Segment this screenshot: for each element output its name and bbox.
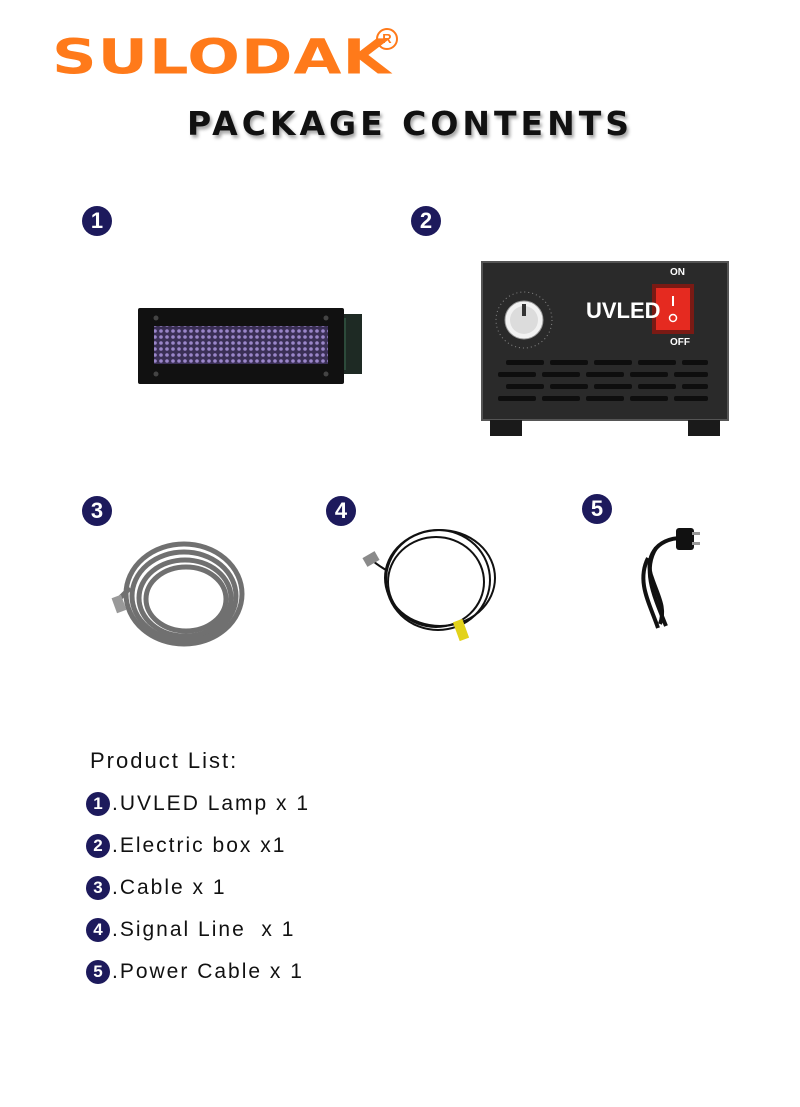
list-badge-4: 4 bbox=[86, 918, 110, 942]
list-item-text: .Signal Line x 1 bbox=[112, 918, 296, 941]
list-item: 1 .UVLED Lamp x 1 bbox=[86, 790, 310, 818]
list-item: 3 .Cable x 1 bbox=[86, 874, 227, 902]
brand-logo: SULODAK bbox=[52, 28, 392, 86]
switch-on-label: ON bbox=[670, 267, 685, 278]
uvled-lamp-image bbox=[138, 308, 362, 384]
list-item: 2 .Electric box x1 bbox=[86, 832, 286, 860]
list-badge-2: 2 bbox=[86, 834, 110, 858]
switch-off-label: OFF bbox=[670, 337, 690, 348]
item-badge-5: 5 bbox=[582, 494, 612, 524]
list-badge-1: 1 bbox=[86, 792, 110, 816]
list-badge-3: 3 bbox=[86, 876, 110, 900]
list-item-text: .Power Cable x 1 bbox=[112, 960, 304, 983]
registered-mark-icon: R bbox=[376, 28, 398, 50]
product-list-heading: Product List: bbox=[90, 748, 239, 773]
list-badge-5: 5 bbox=[86, 960, 110, 984]
box-display-label: UVLED bbox=[586, 298, 661, 323]
page-title: PACKAGE CONTENTS bbox=[187, 104, 633, 143]
item-badge-3: 3 bbox=[82, 496, 112, 526]
item-badge-1: 1 bbox=[82, 206, 112, 236]
list-item-text: .UVLED Lamp x 1 bbox=[112, 792, 311, 815]
electric-box-image: UVLED ON OFF bbox=[480, 260, 730, 438]
signal-line-image bbox=[362, 529, 496, 642]
power-cable-image bbox=[641, 528, 700, 629]
list-item: 5 .Power Cable x 1 bbox=[86, 958, 304, 986]
item-badge-2: 2 bbox=[411, 206, 441, 236]
list-item-text: .Cable x 1 bbox=[112, 876, 227, 899]
item-badge-4: 4 bbox=[326, 496, 356, 526]
cable-image bbox=[111, 541, 245, 647]
list-item: 4 .Signal Line x 1 bbox=[86, 916, 295, 944]
electric-box-body bbox=[481, 261, 729, 436]
list-item-text: .Electric box x1 bbox=[112, 834, 287, 857]
